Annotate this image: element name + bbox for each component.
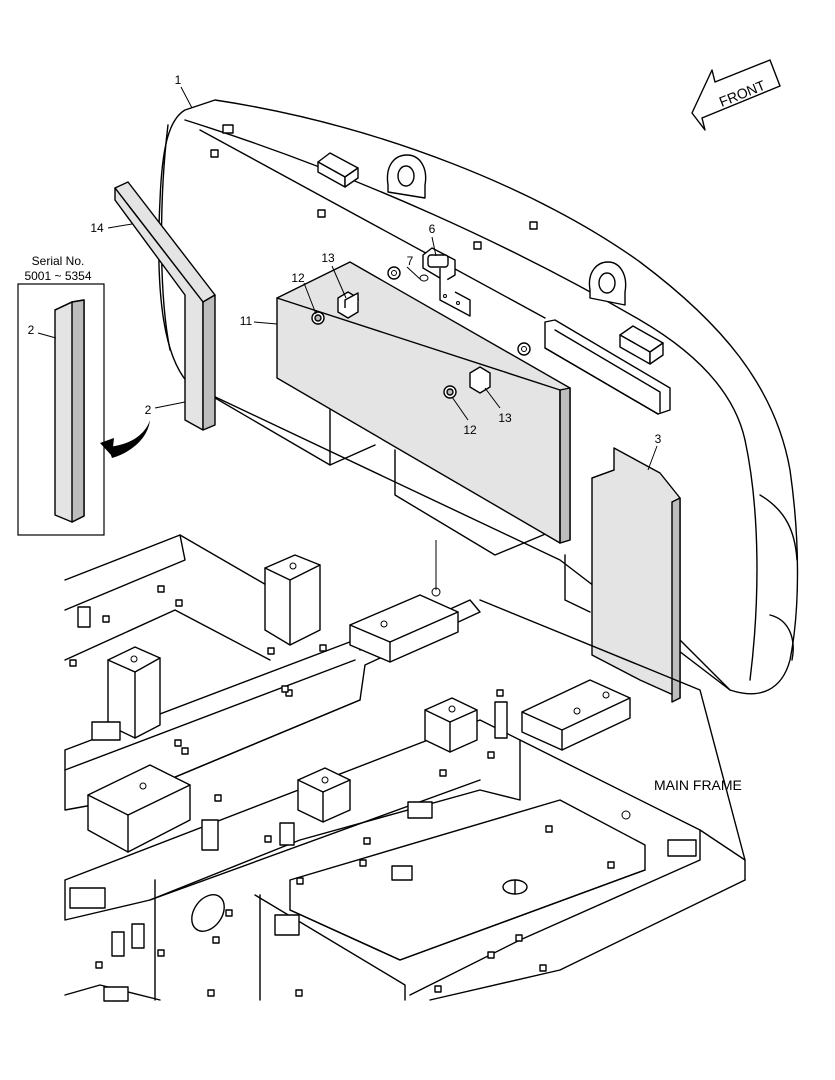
callout-11: 11 — [240, 314, 253, 328]
main-frame-label: MAIN FRAME — [654, 777, 742, 793]
frame-bracket — [111, 931, 125, 957]
frame-bracket — [391, 865, 413, 881]
serial-title: Serial No. — [32, 254, 85, 268]
main-frame — [64, 534, 746, 1002]
callout-1: 1 — [175, 73, 182, 87]
plate-3 — [591, 447, 681, 703]
bar-14 — [114, 181, 216, 431]
callout-13-top: 13 — [321, 251, 335, 265]
callout-7: 7 — [407, 254, 414, 268]
nub — [529, 221, 538, 230]
frame-bracket — [279, 822, 295, 846]
mount-block-3 — [349, 587, 459, 663]
frame-bracket — [274, 914, 300, 936]
callout-6: 6 — [429, 222, 436, 236]
frame-bracket — [201, 819, 219, 851]
curved-arrow-icon — [100, 420, 150, 458]
frame-bracket — [69, 887, 106, 909]
nub — [317, 209, 326, 218]
mount-block-4 — [521, 679, 631, 751]
mount-block-1 — [264, 554, 321, 646]
inset-bar-2 — [54, 299, 85, 523]
frame-bracket — [131, 923, 145, 949]
lifting-eye-right — [588, 261, 627, 306]
frame-bracket — [103, 986, 129, 1002]
frame-bracket — [77, 606, 91, 628]
callout-2-inset: 2 — [28, 323, 35, 337]
side-channel — [544, 319, 671, 415]
lifting-eye-left — [386, 154, 427, 199]
bracket-6 — [419, 247, 471, 317]
mount-block-5 — [87, 764, 191, 853]
nub — [210, 149, 219, 158]
callout-12-top: 12 — [291, 271, 305, 285]
callout-14: 14 — [90, 221, 104, 235]
frame-bracket — [407, 801, 433, 819]
serial-inset: Serial No. 5001 ~ 5354 — [17, 254, 105, 536]
fastener-group-lower — [443, 342, 531, 399]
mount-block-7 — [424, 697, 478, 753]
frame-bracket — [91, 721, 121, 741]
nub — [473, 241, 482, 250]
callout-12-bottom: 12 — [463, 423, 477, 437]
serial-range: 5001 ~ 5354 — [24, 269, 91, 283]
panel-11 — [276, 261, 571, 544]
front-arrow-icon: FRONT — [691, 59, 781, 131]
top-block-2 — [619, 325, 664, 365]
leader-lines — [107, 86, 658, 590]
callout-2-main: 2 — [145, 403, 152, 417]
callout-13-bottom: 13 — [498, 411, 512, 425]
top-block-1 — [317, 152, 359, 188]
nub — [222, 124, 234, 134]
mount-block-6 — [297, 767, 351, 823]
frame-nubs — [69, 585, 631, 997]
frame-bracket — [494, 701, 508, 739]
fastener-group-upper — [311, 266, 401, 325]
frame-bracket — [667, 839, 697, 857]
callout-3: 3 — [655, 432, 662, 446]
